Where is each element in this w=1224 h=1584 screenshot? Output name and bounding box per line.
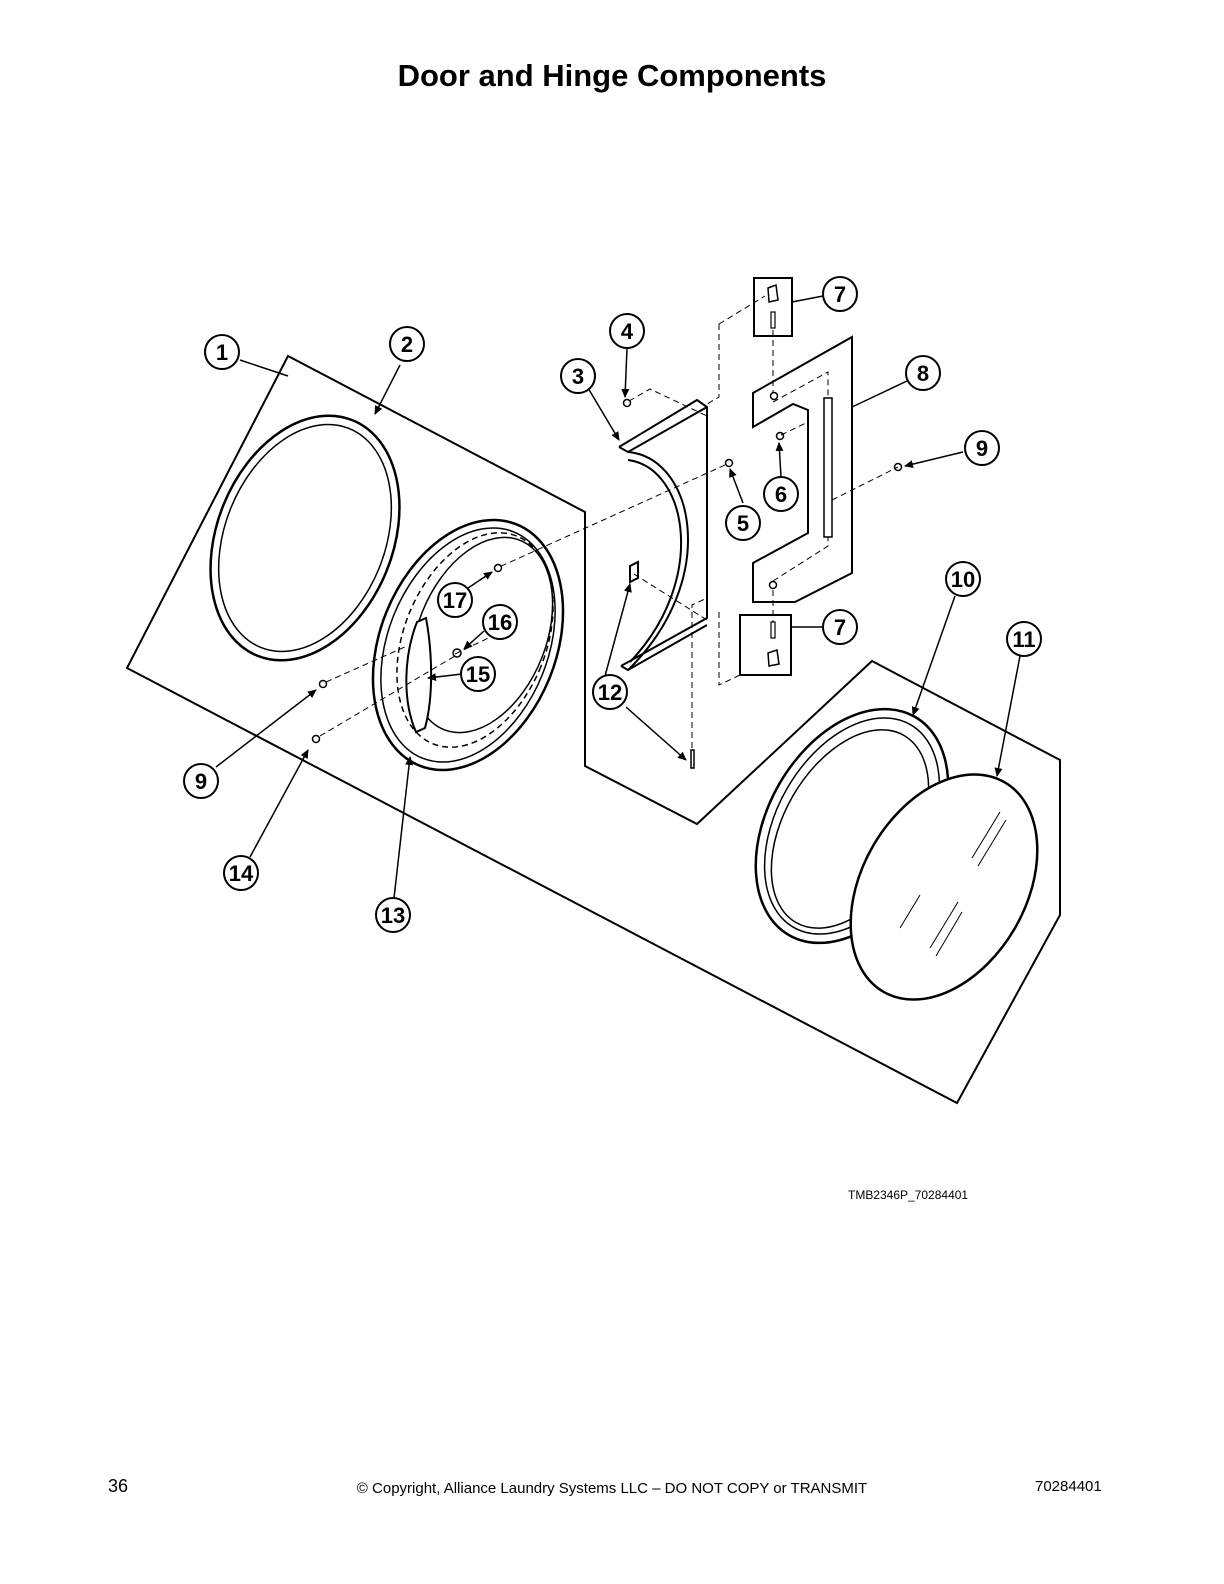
callout-label: 5 xyxy=(737,511,749,536)
callout-label: 10 xyxy=(951,567,975,592)
callout-15: 15 xyxy=(460,656,496,692)
hinge-block-upper xyxy=(753,277,793,337)
document-number: 70284401 xyxy=(1035,1478,1102,1495)
leader-lines xyxy=(215,295,1021,899)
page-title: Door and Hinge Components xyxy=(397,58,827,93)
hinge-plate xyxy=(752,335,853,603)
assembly-outline xyxy=(125,354,1061,1105)
callout-1: 1 xyxy=(204,334,240,370)
assembly-lines xyxy=(319,295,899,748)
page-number: 36 xyxy=(108,1476,129,1496)
callout-label: 1 xyxy=(216,340,228,365)
hinge-block-lower xyxy=(739,614,792,676)
callout-label: 3 xyxy=(572,364,584,389)
hinge-bracket xyxy=(618,398,708,672)
callout-label: 13 xyxy=(381,903,405,928)
callout-label: 14 xyxy=(229,861,254,886)
callout-2: 2 xyxy=(389,326,425,362)
callout-label: 17 xyxy=(443,588,467,613)
hinge-pin xyxy=(823,397,833,538)
copyright-notice: © Copyright, Alliance Laundry Systems LL… xyxy=(356,1480,868,1497)
callout-label: 6 xyxy=(775,482,787,507)
callout-10: 10 xyxy=(945,561,981,597)
callout-11: 11 xyxy=(1006,621,1042,657)
door-inner-ring xyxy=(371,518,565,772)
fasteners xyxy=(311,391,903,769)
callout-14: 14 xyxy=(223,855,259,891)
callout-label: 15 xyxy=(466,662,490,687)
callout-6: 6 xyxy=(763,476,799,512)
figure-id: TMB2346P_70284401 xyxy=(848,1188,969,1202)
callout-label: 2 xyxy=(401,332,413,357)
callout-7-lower: 7 xyxy=(822,609,858,645)
callout-3: 3 xyxy=(560,358,596,394)
callout-label: 7 xyxy=(834,615,846,640)
door-handle xyxy=(405,616,433,734)
callout-label: 9 xyxy=(976,436,988,461)
callout-7-upper: 7 xyxy=(822,276,858,312)
callout-9-right: 9 xyxy=(964,430,1000,466)
callout-17: 17 xyxy=(437,582,473,618)
callout-9-left: 9 xyxy=(183,763,219,799)
callout-8: 8 xyxy=(905,355,941,391)
callout-16: 16 xyxy=(482,604,518,640)
callout-label: 11 xyxy=(1012,627,1035,652)
door-glass xyxy=(849,773,1039,1001)
door-gasket xyxy=(209,414,401,662)
callout-label: 7 xyxy=(834,282,846,307)
callout-label: 8 xyxy=(917,361,929,386)
callout-13: 13 xyxy=(375,897,411,933)
callout-label: 12 xyxy=(598,680,622,705)
callout-label: 9 xyxy=(195,769,207,794)
callout-label: 4 xyxy=(621,319,634,344)
callout-label: 16 xyxy=(488,610,512,635)
callout-4: 4 xyxy=(609,313,645,349)
callout-12: 12 xyxy=(592,674,628,710)
callout-5: 5 xyxy=(725,505,761,541)
